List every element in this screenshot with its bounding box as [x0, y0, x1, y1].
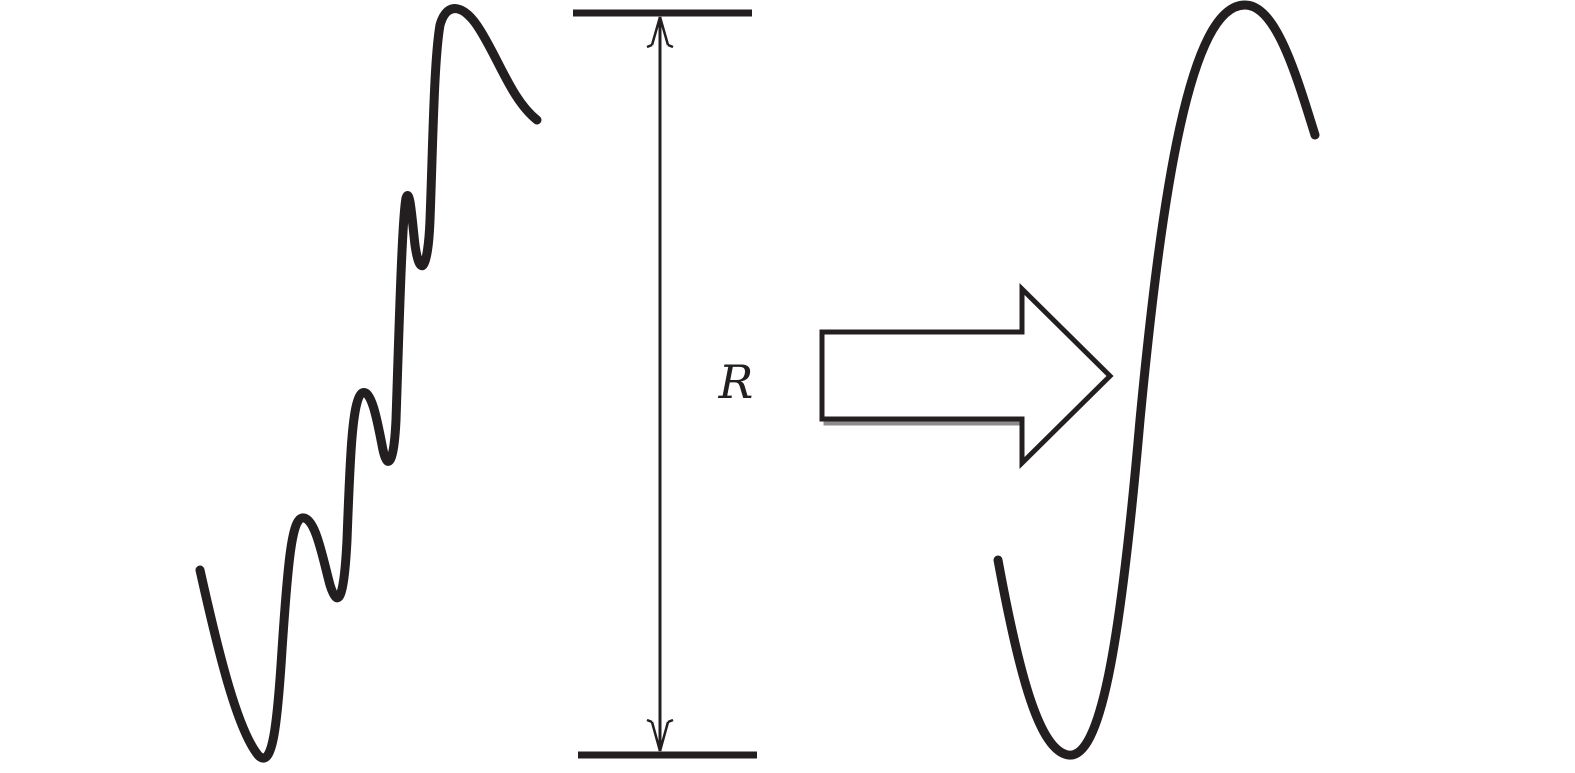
range-top-arrowhead — [646, 16, 674, 49]
range-bottom-arrowhead — [646, 718, 674, 752]
range-dimension-line: R — [573, 9, 757, 759]
smooth-wave-curve — [993, 0, 1320, 760]
block-right-arrow — [819, 283, 1114, 469]
arrow-body — [819, 283, 1114, 469]
noisy-wave-curve — [195, 4, 542, 763]
range-label: R — [718, 355, 754, 409]
